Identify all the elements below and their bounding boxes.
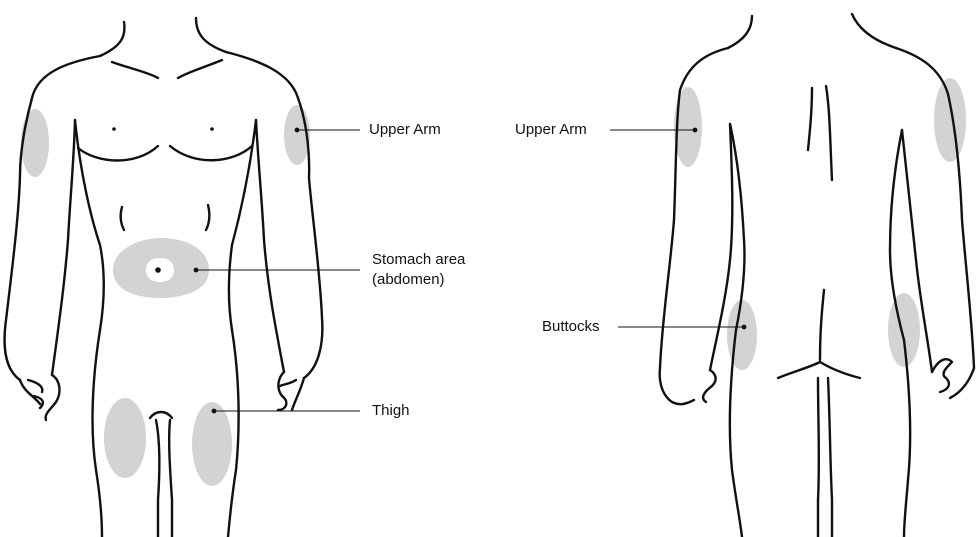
front-ab-left bbox=[121, 207, 124, 230]
front-stomach-zone bbox=[113, 238, 209, 298]
back-hand-right bbox=[932, 359, 974, 398]
back-buttocks-dot bbox=[742, 325, 747, 330]
back-spine-right bbox=[826, 86, 832, 180]
front-collarbone bbox=[112, 60, 222, 78]
back-neck-left bbox=[728, 16, 752, 48]
front-leg-left-outer bbox=[93, 330, 102, 537]
front-nipple-right bbox=[210, 127, 214, 131]
front-stomach-label-line2: (abdomen) bbox=[372, 270, 465, 290]
back-buttocks-zone-right bbox=[888, 293, 920, 367]
front-neck-left bbox=[100, 22, 124, 56]
back-hand-left bbox=[672, 370, 716, 404]
back-upper-arm-label: Upper Arm bbox=[515, 120, 587, 140]
front-hand-left bbox=[20, 375, 59, 420]
front-stomach-label: Stomach area (abdomen) bbox=[372, 250, 465, 290]
front-navel bbox=[155, 267, 161, 273]
front-inner-arm-right bbox=[256, 120, 284, 372]
front-torso-left bbox=[75, 120, 104, 330]
back-leg-inner bbox=[818, 378, 832, 537]
front-leg-inner bbox=[156, 420, 172, 537]
front-inner-arm-left bbox=[52, 120, 75, 375]
front-shoulder-left bbox=[5, 56, 100, 380]
front-upper-arm-zone-left bbox=[21, 109, 49, 177]
back-upper-arm-dot bbox=[693, 128, 698, 133]
back-buttocks-crease bbox=[778, 362, 860, 378]
back-neck-right bbox=[852, 14, 896, 48]
front-crotch bbox=[150, 412, 172, 418]
back-buttocks-zone-left bbox=[727, 300, 757, 370]
back-spine-lower bbox=[820, 290, 824, 360]
back-body-figure bbox=[610, 14, 974, 537]
front-body-figure bbox=[5, 18, 360, 537]
front-neck-right bbox=[196, 18, 226, 52]
front-thigh-dot bbox=[212, 409, 217, 414]
front-chest-line bbox=[78, 146, 252, 161]
back-spine-left bbox=[808, 88, 812, 150]
front-thigh-label: Thigh bbox=[372, 401, 410, 421]
back-leg-right-outer bbox=[904, 340, 910, 537]
back-buttocks-label: Buttocks bbox=[542, 317, 600, 337]
front-ab-right bbox=[206, 205, 209, 230]
front-upper-arm-label: Upper Arm bbox=[369, 120, 441, 140]
front-stomach-label-line1: Stomach area bbox=[372, 250, 465, 270]
front-stomach-dot bbox=[194, 268, 199, 273]
front-thigh-zone-left bbox=[104, 398, 146, 478]
front-thigh-zone-right bbox=[192, 402, 232, 486]
front-nipple-left bbox=[112, 127, 116, 131]
front-upper-arm-dot bbox=[295, 128, 300, 133]
front-hand-right bbox=[278, 372, 304, 410]
back-upper-arm-zone-right bbox=[934, 78, 966, 162]
